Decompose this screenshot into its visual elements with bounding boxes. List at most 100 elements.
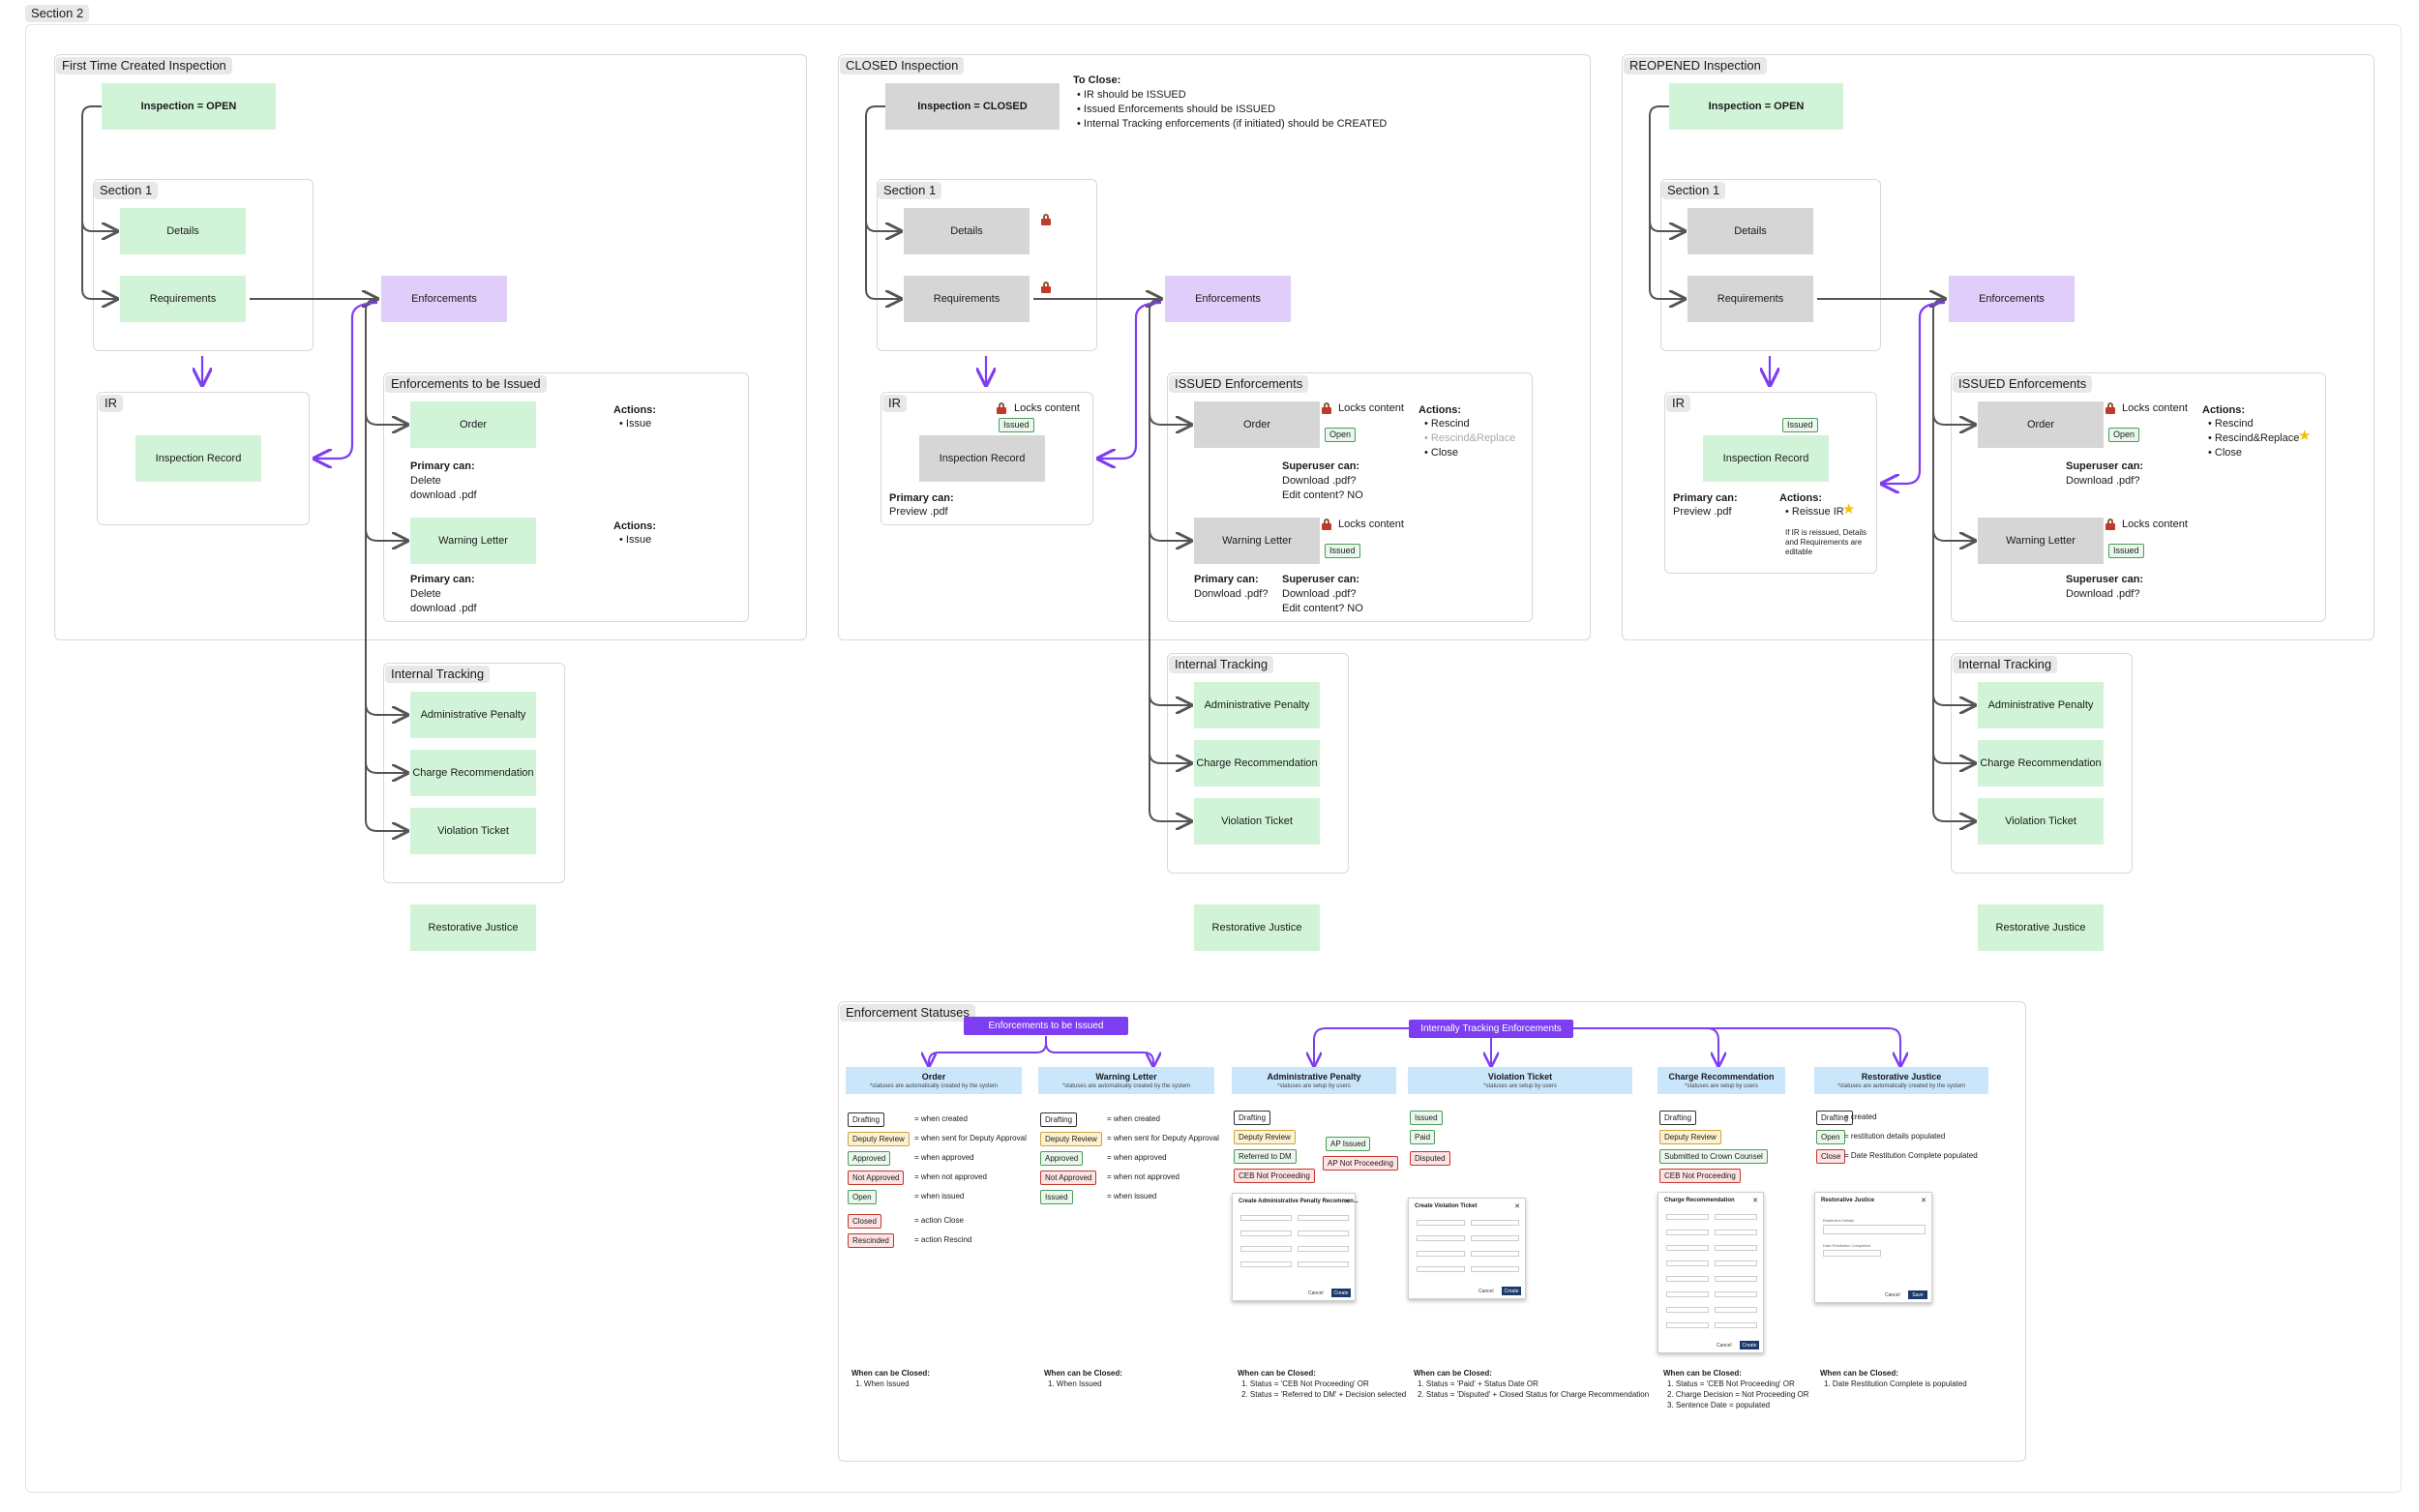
closed-restorative-box[interactable]: Restorative Justice bbox=[1194, 904, 1320, 951]
modal-field-input[interactable] bbox=[1666, 1245, 1709, 1251]
closed-condition-item: 3. Sentence Date = populated bbox=[1667, 1401, 1770, 1410]
status-badge: Approved bbox=[1040, 1151, 1084, 1166]
modal-field-input[interactable] bbox=[1240, 1261, 1292, 1267]
modal-field-input[interactable] bbox=[1666, 1322, 1709, 1328]
modal-field-input[interactable] bbox=[1715, 1260, 1757, 1266]
to-be-issued-button[interactable]: Enforcements to be Issued bbox=[964, 1017, 1128, 1035]
modal-field-input[interactable] bbox=[1471, 1266, 1519, 1272]
enforcements-box[interactable]: Enforcements bbox=[381, 276, 507, 322]
modal-field-input[interactable] bbox=[1471, 1251, 1519, 1257]
close-icon[interactable]: ✕ bbox=[1921, 1198, 1926, 1204]
reopened-enforcements-box[interactable]: Enforcements bbox=[1949, 276, 2075, 322]
modal-field-input[interactable] bbox=[1823, 1225, 1926, 1234]
inspection-open-box[interactable]: Inspection = OPEN bbox=[102, 83, 276, 130]
modal-field-input[interactable] bbox=[1666, 1291, 1709, 1297]
closed-warning-box[interactable]: Warning Letter bbox=[1194, 518, 1320, 564]
modal-field-input[interactable] bbox=[1240, 1230, 1292, 1236]
reopened-inspection-record-box[interactable]: Inspection Record bbox=[1703, 435, 1829, 482]
details-box[interactable]: Details bbox=[120, 208, 246, 254]
closed-inspection-record-box[interactable]: Inspection Record bbox=[919, 435, 1045, 482]
closed-requirements-box[interactable]: Requirements bbox=[904, 276, 1030, 322]
modal-field-input[interactable] bbox=[1298, 1261, 1349, 1267]
reopened-inspection-box[interactable]: Inspection = OPEN bbox=[1669, 83, 1843, 130]
modal-field-input[interactable] bbox=[1417, 1266, 1465, 1272]
modal-submit-button[interactable]: Create bbox=[1331, 1289, 1351, 1297]
closed-charge-box[interactable]: Charge Recommendation bbox=[1194, 740, 1320, 786]
reissue-star-icon: ★ bbox=[1842, 501, 1856, 518]
order-box[interactable]: Order bbox=[410, 401, 536, 448]
modal-field-input[interactable] bbox=[1715, 1291, 1757, 1297]
charge-recommendation-box[interactable]: Charge Recommendation bbox=[410, 750, 536, 796]
closed-enforcements-box[interactable]: Enforcements bbox=[1165, 276, 1291, 322]
modal-field-input[interactable] bbox=[1715, 1276, 1757, 1282]
inspection-closed-box[interactable]: Inspection = CLOSED bbox=[885, 83, 1060, 130]
modal-field-input[interactable] bbox=[1666, 1230, 1709, 1235]
closed-order-super-title: Superuser can: bbox=[1282, 460, 1360, 472]
closed-admin-penalty-box[interactable]: Administrative Penalty bbox=[1194, 682, 1320, 728]
modal-field-input[interactable] bbox=[1715, 1307, 1757, 1313]
modal-field-input[interactable] bbox=[1298, 1230, 1349, 1236]
close-icon[interactable]: ✕ bbox=[1344, 1199, 1350, 1205]
modal-field-input[interactable] bbox=[1240, 1246, 1292, 1252]
modal-field-input[interactable] bbox=[1471, 1220, 1519, 1226]
modal-field-input[interactable] bbox=[1666, 1307, 1709, 1313]
status-badge: Closed bbox=[848, 1214, 881, 1229]
reopened-requirements-box[interactable]: Requirements bbox=[1687, 276, 1813, 322]
close-icon[interactable]: ✕ bbox=[1514, 1203, 1520, 1210]
modal-submit-button[interactable]: Create bbox=[1502, 1287, 1521, 1295]
status-badge: Deputy Review bbox=[848, 1132, 910, 1146]
status-panel-subtitle: *statuses are setup by users bbox=[1277, 1082, 1351, 1089]
reopened-issued-label: ISSUED Enforcements bbox=[1953, 375, 2093, 393]
modal-field-input[interactable] bbox=[1666, 1260, 1709, 1266]
modal-cancel-button[interactable]: Cancel bbox=[1717, 1343, 1732, 1349]
closed-order-actions-title: Actions: bbox=[1419, 404, 1461, 416]
violation-ticket-box[interactable]: Violation Ticket bbox=[410, 808, 536, 854]
modal-field-input[interactable] bbox=[1298, 1246, 1349, 1252]
modal-submit-button[interactable]: Create bbox=[1740, 1341, 1759, 1349]
internally-tracking-button[interactable]: Internally Tracking Enforcements bbox=[1409, 1020, 1573, 1038]
modal-field-input[interactable] bbox=[1240, 1215, 1292, 1221]
reopened-details-box[interactable]: Details bbox=[1687, 208, 1813, 254]
restorative-justice-box[interactable]: Restorative Justice bbox=[410, 904, 536, 951]
modal-field-input[interactable] bbox=[1823, 1250, 1881, 1257]
modal-field-input[interactable] bbox=[1666, 1276, 1709, 1282]
modal-cancel-button[interactable]: Cancel bbox=[1308, 1290, 1324, 1296]
modal-field-input[interactable] bbox=[1298, 1215, 1349, 1221]
modal-field-input[interactable] bbox=[1417, 1251, 1465, 1257]
modal-field-input[interactable] bbox=[1471, 1235, 1519, 1241]
modal-field-input[interactable] bbox=[1715, 1322, 1757, 1328]
requirements-box[interactable]: Requirements bbox=[120, 276, 246, 322]
modal-title: Create Administrative Penalty Recommen..… bbox=[1239, 1199, 1359, 1204]
close-icon[interactable]: ✕ bbox=[1752, 1198, 1758, 1204]
modal-field-input[interactable] bbox=[1715, 1245, 1757, 1251]
modal-field-input[interactable] bbox=[1715, 1214, 1757, 1220]
closed-details-box[interactable]: Details bbox=[904, 208, 1030, 254]
closed-order-box[interactable]: Order bbox=[1194, 401, 1320, 448]
modal-submit-button[interactable]: Save bbox=[1908, 1290, 1927, 1299]
reopened-restorative-box[interactable]: Restorative Justice bbox=[1978, 904, 2104, 951]
status-description: = when not approved bbox=[914, 1172, 987, 1181]
warning-letter-box[interactable]: Warning Letter bbox=[410, 518, 536, 564]
warning-actions-title: Actions: bbox=[613, 520, 656, 532]
status-form-modal[interactable]: Create Administrative Penalty Recommen..… bbox=[1232, 1193, 1359, 1301]
inspection-record-box[interactable]: Inspection Record bbox=[135, 435, 261, 482]
modal-cancel-button[interactable]: Cancel bbox=[1478, 1289, 1494, 1294]
modal-field-input[interactable] bbox=[1715, 1230, 1757, 1235]
closed-violation-box[interactable]: Violation Ticket bbox=[1194, 798, 1320, 845]
status-badge: Paid bbox=[1410, 1130, 1436, 1144]
reopened-admin-penalty-box[interactable]: Administrative Penalty bbox=[1978, 682, 2104, 728]
modal-field-input[interactable] bbox=[1417, 1220, 1465, 1226]
reopened-violation-box[interactable]: Violation Ticket bbox=[1978, 798, 2104, 845]
reopened-order-box[interactable]: Order bbox=[1978, 401, 2104, 448]
closed-ir-primary-preview: Preview .pdf bbox=[889, 506, 948, 518]
reopened-charge-box[interactable]: Charge Recommendation bbox=[1978, 740, 2104, 786]
status-description: = when created bbox=[914, 1114, 968, 1123]
modal-field-input[interactable] bbox=[1666, 1214, 1709, 1220]
admin-penalty-box[interactable]: Administrative Penalty bbox=[410, 692, 536, 738]
modal-cancel-button[interactable]: Cancel bbox=[1885, 1292, 1900, 1298]
modal-field-input[interactable] bbox=[1417, 1235, 1465, 1241]
reopened-warning-box[interactable]: Warning Letter bbox=[1978, 518, 2104, 564]
